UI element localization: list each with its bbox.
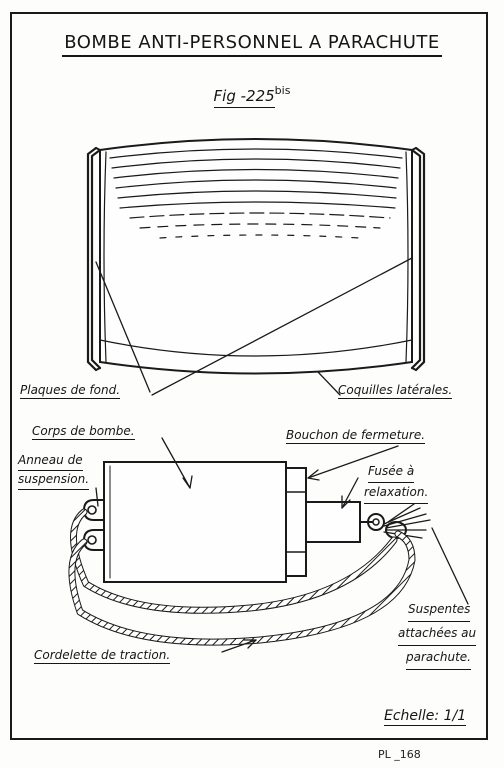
label-suspentes-attachees: Suspentes attachées au parachute. — [398, 598, 477, 670]
label-coquilles-laterales: Coquilles latérales. — [338, 383, 453, 399]
figure-number: Fig -225bis — [0, 84, 504, 108]
fuse-ring — [367, 513, 385, 531]
leader-anneau — [95, 487, 99, 507]
left-end-plate — [86, 146, 102, 372]
leader-plaques-left — [95, 261, 151, 393]
drawing-border — [10, 12, 488, 740]
bomb-side-view — [86, 138, 426, 396]
drawing-title: BOMBE ANTI-PERSONNEL A PARACHUTE — [0, 32, 504, 57]
bomb-body — [103, 461, 287, 583]
plate-number: PL _168 — [378, 748, 421, 761]
leader-bouchon — [307, 445, 399, 479]
leader-corps — [161, 437, 191, 489]
bomb-body-outline — [99, 138, 413, 375]
label-anneau-de-suspension: Anneau de suspension. — [18, 452, 90, 490]
label-bouchon-de-fermeture: Bouchon de fermeture. — [286, 428, 426, 444]
label-fusee-a-relaxation: Fusée à relaxation. — [364, 462, 429, 504]
label-plaques-de-fond: Plaques de fond. — [20, 383, 121, 399]
scale-note: Echelle: 1/1 — [384, 708, 467, 726]
leader-coquilles — [317, 371, 341, 396]
leader-cordelette — [221, 639, 257, 653]
label-cordelette-de-traction: Cordelette de traction. — [34, 648, 171, 664]
fuse — [305, 501, 361, 543]
right-end-plate — [410, 146, 426, 372]
leader-plaques-right — [151, 257, 413, 396]
label-corps-de-bombe: Corps de bombe. — [32, 424, 135, 440]
leader-fusee — [341, 477, 359, 509]
body-shading — [109, 148, 403, 239]
leader-suspentes — [431, 527, 469, 605]
closing-plug — [285, 467, 307, 577]
suspension-lines — [383, 503, 431, 539]
bomb-assembly-view — [68, 437, 469, 653]
